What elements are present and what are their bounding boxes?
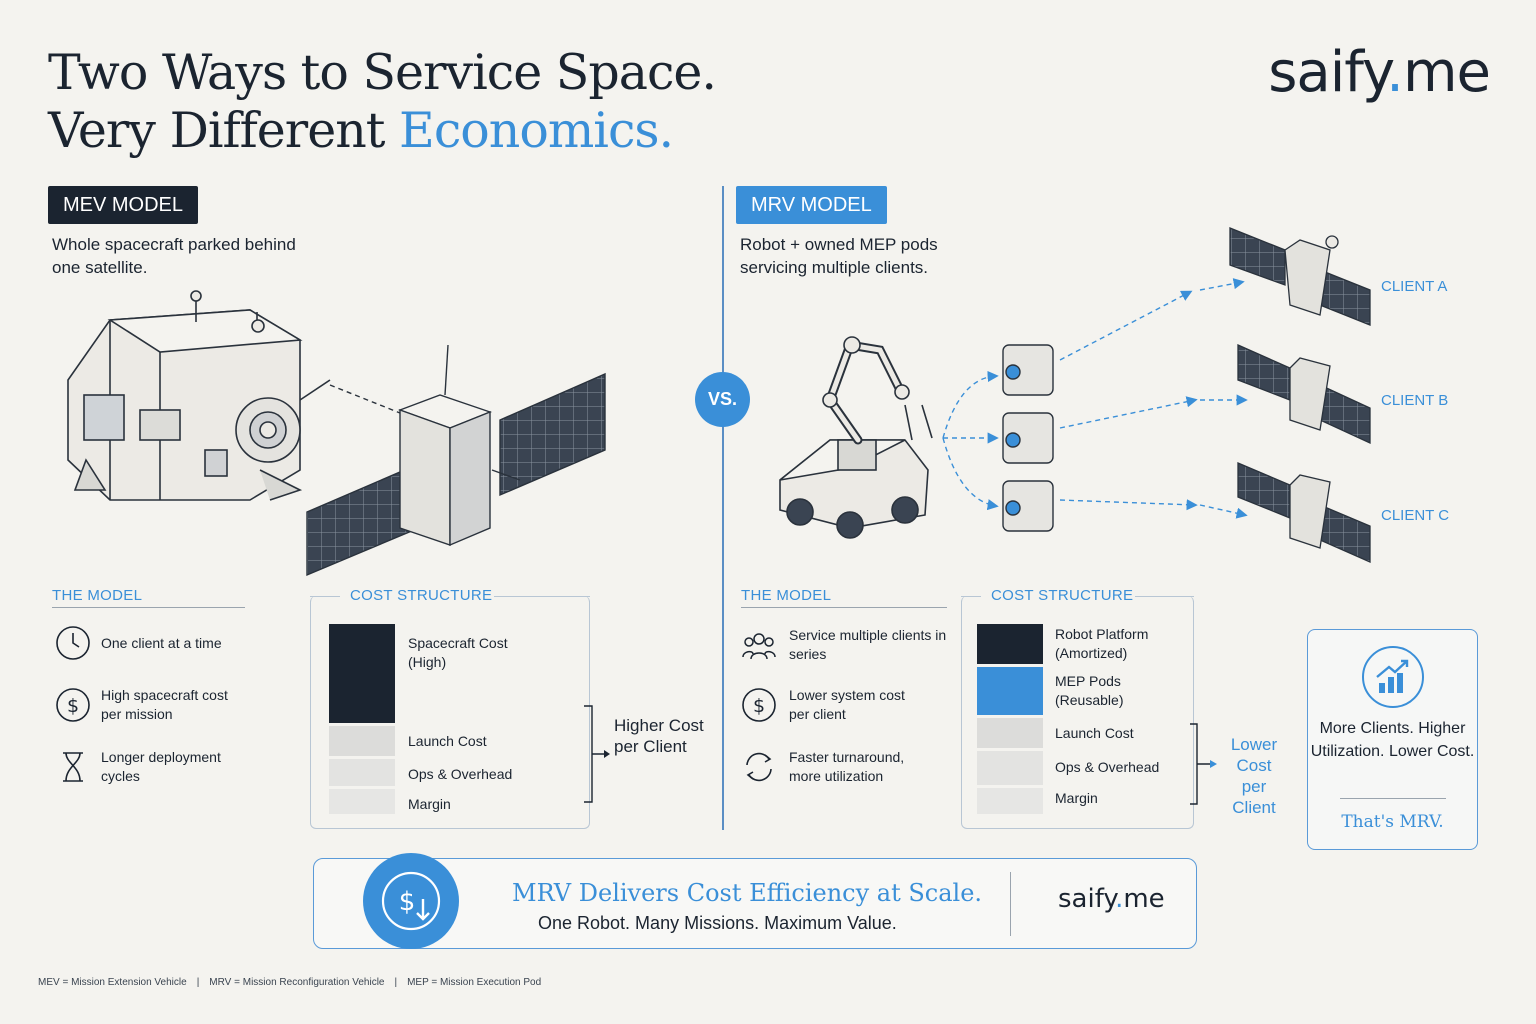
- cost-bar-spacecraft: [329, 624, 395, 723]
- cost-label: Spacecraft Cost (High): [408, 635, 508, 670]
- footer-item: MEV = Mission Extension Vehicle: [38, 977, 187, 988]
- footer-item: MRV = Mission Reconfiguration Vehicle: [209, 977, 385, 988]
- cost-bar-pods: [977, 667, 1043, 715]
- mrv-outcome: Lower Cost per Client: [1230, 735, 1278, 817]
- banner-subtitle: One Robot. Many Missions. Maximum Value.: [538, 913, 897, 933]
- cost-label: Ops & Overhead: [408, 766, 513, 782]
- cost-label: Launch Cost: [408, 733, 487, 749]
- people-icon: [742, 633, 776, 660]
- mev-client-satellite-illustration: [306, 344, 606, 577]
- mep-pod-illustrations: [1002, 344, 1054, 532]
- cost-label: Ops & Overhead: [1055, 759, 1160, 775]
- cycle-icon: [746, 752, 772, 782]
- mev-model-badge: MEV MODEL: [48, 186, 199, 224]
- cost-bar-ops: [977, 751, 1043, 785]
- title-line-1: Two Ways to Service Space.: [48, 44, 717, 101]
- cost-bar-margin: [329, 789, 395, 814]
- clock-icon: [56, 626, 90, 660]
- cost-label: MEP Pods (Reusable): [1055, 673, 1124, 708]
- mrv-description: Robot + owned MEP pods servicing multipl…: [740, 235, 938, 277]
- cost-bar-robot: [977, 624, 1043, 664]
- page-title: Two Ways to Service Space. Very Differen…: [48, 44, 948, 160]
- mrv-model-item: Faster turnaround, more utilization: [789, 749, 905, 784]
- bar-chart-growth-icon: [1362, 646, 1424, 708]
- dollar-down-icon: $: [363, 853, 459, 949]
- summary-text: More Clients. Higher Utilization. Lower …: [1310, 720, 1475, 760]
- cost-label: Launch Cost: [1055, 725, 1134, 741]
- mev-model-item: One client at a time: [101, 635, 222, 651]
- banner-title: MRV Delivers Cost Efficiency at Scale.: [512, 879, 983, 907]
- footer-item: MEP = Mission Execution Pod: [407, 977, 542, 988]
- cost-bar-launch: [329, 726, 395, 756]
- brand-logo: saify.me: [1268, 40, 1491, 105]
- cost-bar-ops: [329, 759, 395, 786]
- svg-text:$: $: [399, 887, 416, 917]
- client-c-label: CLIENT C: [1381, 507, 1450, 524]
- mev-model-rule: [52, 607, 245, 608]
- banner-brand-logo: saify.me: [1058, 884, 1165, 914]
- dollar-icon: $: [56, 688, 90, 722]
- title-line-2a: Very Different: [48, 102, 400, 159]
- client-b-label: CLIENT B: [1381, 392, 1449, 409]
- mrv-model-badge: MRV MODEL: [736, 186, 887, 224]
- summary-tagline: That's MRV.: [1341, 812, 1444, 832]
- mev-cost-box: [310, 596, 590, 829]
- mrv-model-rule: [741, 607, 947, 608]
- summary-rule: [1340, 798, 1446, 799]
- mev-outcome: Higher Cost per Client: [614, 716, 704, 756]
- mrv-cost-header: COST STRUCTURE: [989, 587, 1136, 604]
- client-a-label: CLIENT A: [1381, 278, 1448, 295]
- svg-text:$: $: [67, 695, 79, 717]
- mev-description: Whole spacecraft parked behind one satel…: [52, 235, 296, 277]
- mrv-cost-box: [961, 596, 1194, 829]
- mrv-client-satellites: [1229, 227, 1371, 563]
- cost-label: Robot Platform (Amortized): [1055, 626, 1149, 661]
- center-divider: [722, 186, 724, 830]
- hourglass-icon: [63, 752, 83, 782]
- vs-badge: VS.: [695, 372, 750, 427]
- banner-divider: [1010, 872, 1011, 936]
- dollar-icon: $: [742, 688, 776, 722]
- mev-spacecraft-illustration: [67, 290, 331, 501]
- summary-card: [1307, 629, 1478, 850]
- mrv-robot-illustration: [779, 336, 933, 539]
- mrv-model-item: Service multiple clients in series: [789, 627, 947, 662]
- footer-legend: MEV = Mission Extension Vehicle|MRV = Mi…: [38, 977, 542, 988]
- mrv-model-item: Lower system cost per client: [789, 687, 905, 722]
- mev-model-item: High spacecraft cost per mission: [101, 687, 228, 722]
- cost-bar-launch: [977, 718, 1043, 748]
- cost-bar-margin: [977, 788, 1043, 814]
- mev-model-header: THE MODEL: [52, 587, 143, 604]
- mev-model-item: Longer deployment cycles: [101, 749, 221, 784]
- svg-text:$: $: [753, 695, 765, 717]
- bottom-banner: [313, 858, 1197, 949]
- cost-label: Margin: [1055, 790, 1098, 806]
- pod-arrows: [942, 278, 1248, 519]
- mrv-model-header: THE MODEL: [741, 587, 832, 604]
- mev-bracket: [584, 705, 610, 803]
- cost-label: Margin: [408, 796, 451, 812]
- mev-cost-header: COST STRUCTURE: [348, 587, 495, 604]
- mrv-bracket: [1190, 723, 1217, 805]
- title-line-2b: Economics.: [399, 102, 674, 159]
